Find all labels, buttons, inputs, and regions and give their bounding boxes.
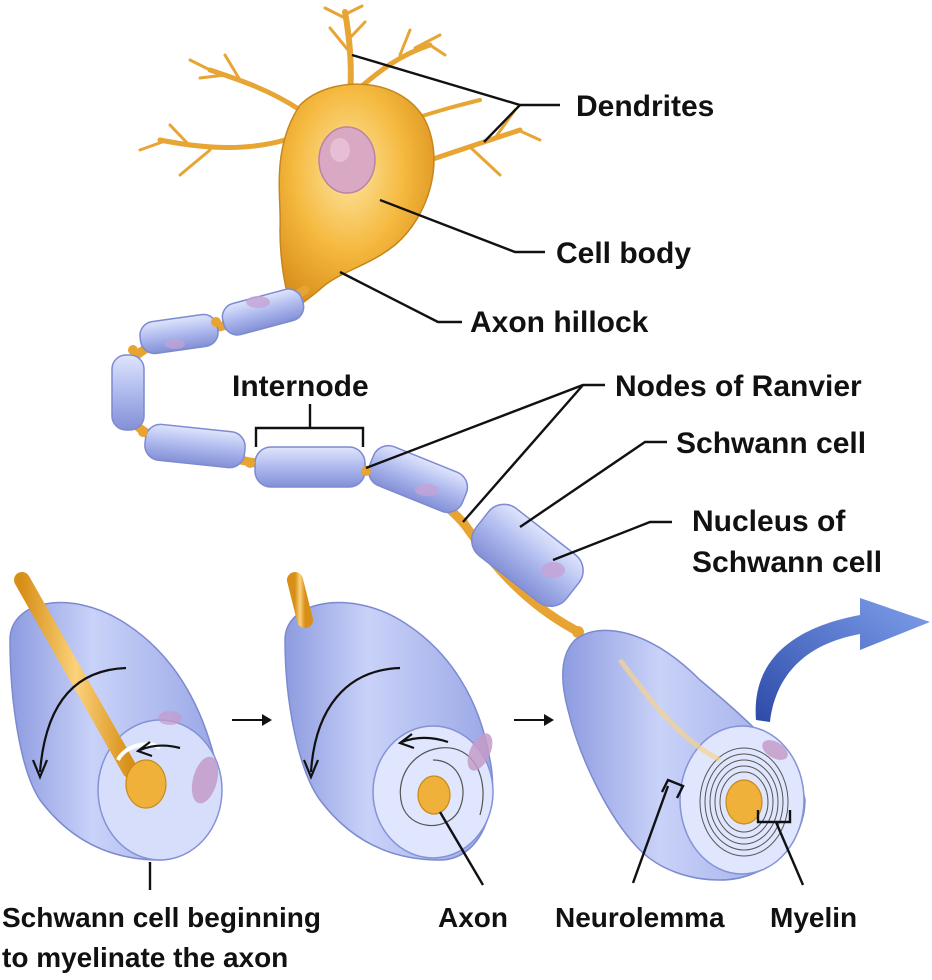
big-curved-arrow: [756, 598, 930, 722]
schwann-segment: [112, 355, 144, 430]
schwann-segment: [364, 441, 472, 517]
stage-arrow: [514, 714, 554, 726]
label-schwann-beginning-line1: Schwann cell beginning: [2, 902, 321, 933]
schwann-segment: [219, 286, 306, 338]
label-axon: Axon: [438, 902, 508, 933]
axon-cross-section: [726, 780, 762, 824]
label-dendrites: Dendrites: [576, 90, 714, 123]
schwann-segment: [138, 313, 220, 356]
label-nodes-of-ranvier: Nodes of Ranvier: [615, 370, 862, 403]
label-axon-hillock: Axon hillock: [470, 306, 649, 339]
label-schwann-cell: Schwann cell: [676, 427, 866, 460]
cross-section-stage-1: [10, 580, 223, 860]
schwann-nucleus: [165, 339, 185, 349]
node-of-ranvier: [211, 317, 221, 327]
axon-cross-section: [418, 776, 450, 814]
schwann-nucleus: [541, 562, 565, 578]
stage-arrow: [232, 714, 272, 726]
node-of-ranvier: [128, 345, 138, 355]
schwann-nucleus: [415, 484, 439, 496]
label-cell-body: Cell body: [556, 237, 691, 270]
cell-body: [279, 84, 434, 310]
schwann-nucleus: [246, 296, 270, 308]
label-neurolemma: Neurolemma: [555, 902, 725, 933]
label-nucleus-of-schwann-cell-line1: Nucleus of: [692, 505, 846, 538]
node-of-ranvier: [138, 427, 148, 437]
label-internode: Internode: [232, 370, 369, 403]
schwann-segment: [143, 423, 246, 469]
cell-nucleus: [319, 127, 375, 193]
cross-section-stage-2: [285, 580, 498, 860]
schwann-segment: [255, 447, 365, 487]
label-schwann-beginning-line2: to myelinate the axon: [2, 942, 288, 973]
label-nucleus-of-schwann-cell-line2: Schwann cell: [692, 546, 882, 579]
label-myelin: Myelin: [770, 902, 857, 933]
axon-cross-section: [126, 760, 166, 808]
node-of-ranvier: [245, 458, 255, 468]
